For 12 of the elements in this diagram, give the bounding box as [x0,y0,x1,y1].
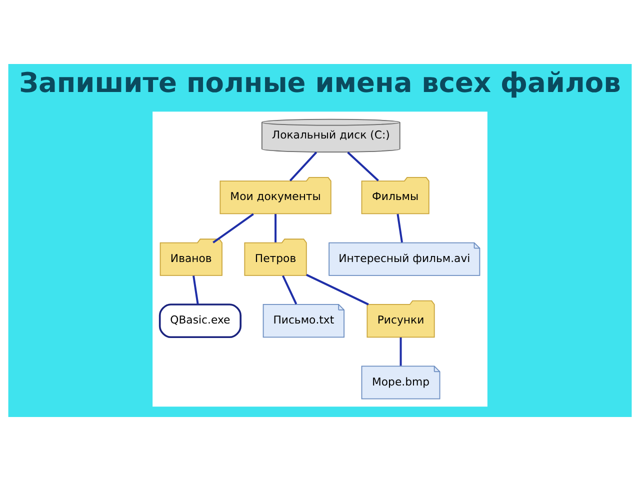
connector [212,212,254,243]
connector [274,214,277,242]
connector [306,273,369,305]
node-box: QBasic.exe [158,303,242,338]
connector [400,336,402,366]
connector [289,151,318,181]
cluster [152,111,488,406]
connector [192,275,199,304]
connector [396,213,403,242]
connector [347,151,379,181]
connector [282,274,298,304]
diagram-title: Запишите полные имена всех файлов [19,68,621,99]
